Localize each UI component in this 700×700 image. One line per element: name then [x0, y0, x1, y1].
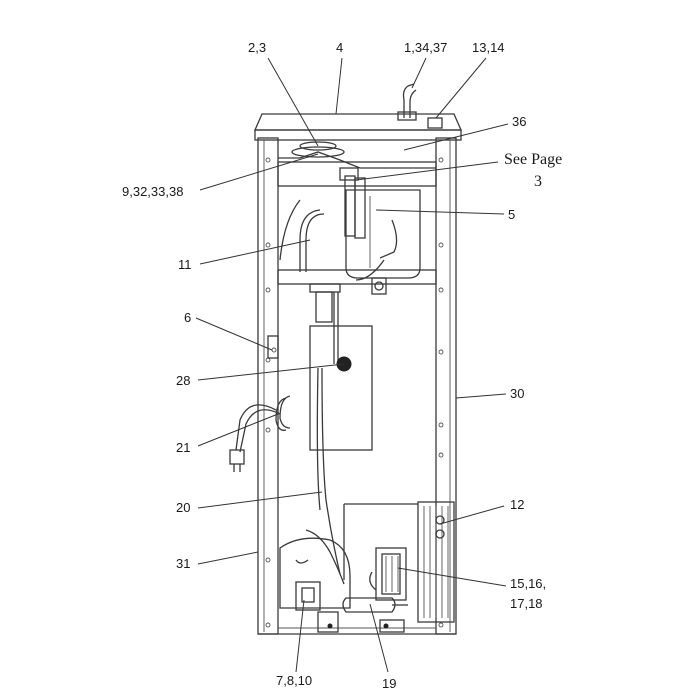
callout-30: 30 — [510, 386, 524, 401]
callout-1-34-37: 1,34,37 — [404, 40, 447, 55]
callout-36: 36 — [512, 114, 526, 129]
power-cord — [229, 395, 291, 472]
upper-assembly — [277, 151, 437, 323]
callout-13-14: 13,14 — [472, 40, 505, 55]
callout-5: 5 — [508, 207, 515, 222]
fan-motor — [369, 547, 407, 601]
callout-7-8-10: 7,8,10 — [276, 673, 312, 688]
callout-see-page: See Page — [504, 151, 562, 168]
callout-19: 19 — [382, 676, 396, 691]
callout-labels: 2,3 4 1,34,37 13,14 36 See Page 3 9,32,3… — [122, 40, 562, 691]
callout-21: 21 — [176, 440, 190, 455]
callout-17-18: 17,18 — [510, 596, 543, 611]
leader-lines — [195, 57, 509, 673]
callout-see-page-number: 3 — [534, 173, 542, 190]
drier — [342, 597, 408, 613]
compressor — [279, 529, 351, 609]
callout-9-32-33-38: 9,32,33,38 — [122, 184, 183, 199]
relay-overload — [295, 581, 405, 633]
callout-2-3: 2,3 — [248, 40, 266, 55]
condenser — [343, 501, 455, 623]
callout-28: 28 — [176, 373, 190, 388]
basin-top — [254, 113, 462, 158]
callout-4: 4 — [336, 40, 343, 55]
callout-6: 6 — [184, 310, 191, 325]
callout-12: 12 — [510, 497, 524, 512]
callout-20: 20 — [176, 500, 190, 515]
control-box — [309, 292, 373, 451]
callout-15-16: 15,16, — [510, 576, 546, 591]
bubbler — [397, 83, 443, 129]
capillary-tube — [321, 367, 341, 575]
cabinet-frame — [257, 137, 457, 635]
callout-11: 11 — [178, 257, 192, 272]
wire-clamp — [267, 335, 279, 359]
callout-31: 31 — [176, 556, 190, 571]
